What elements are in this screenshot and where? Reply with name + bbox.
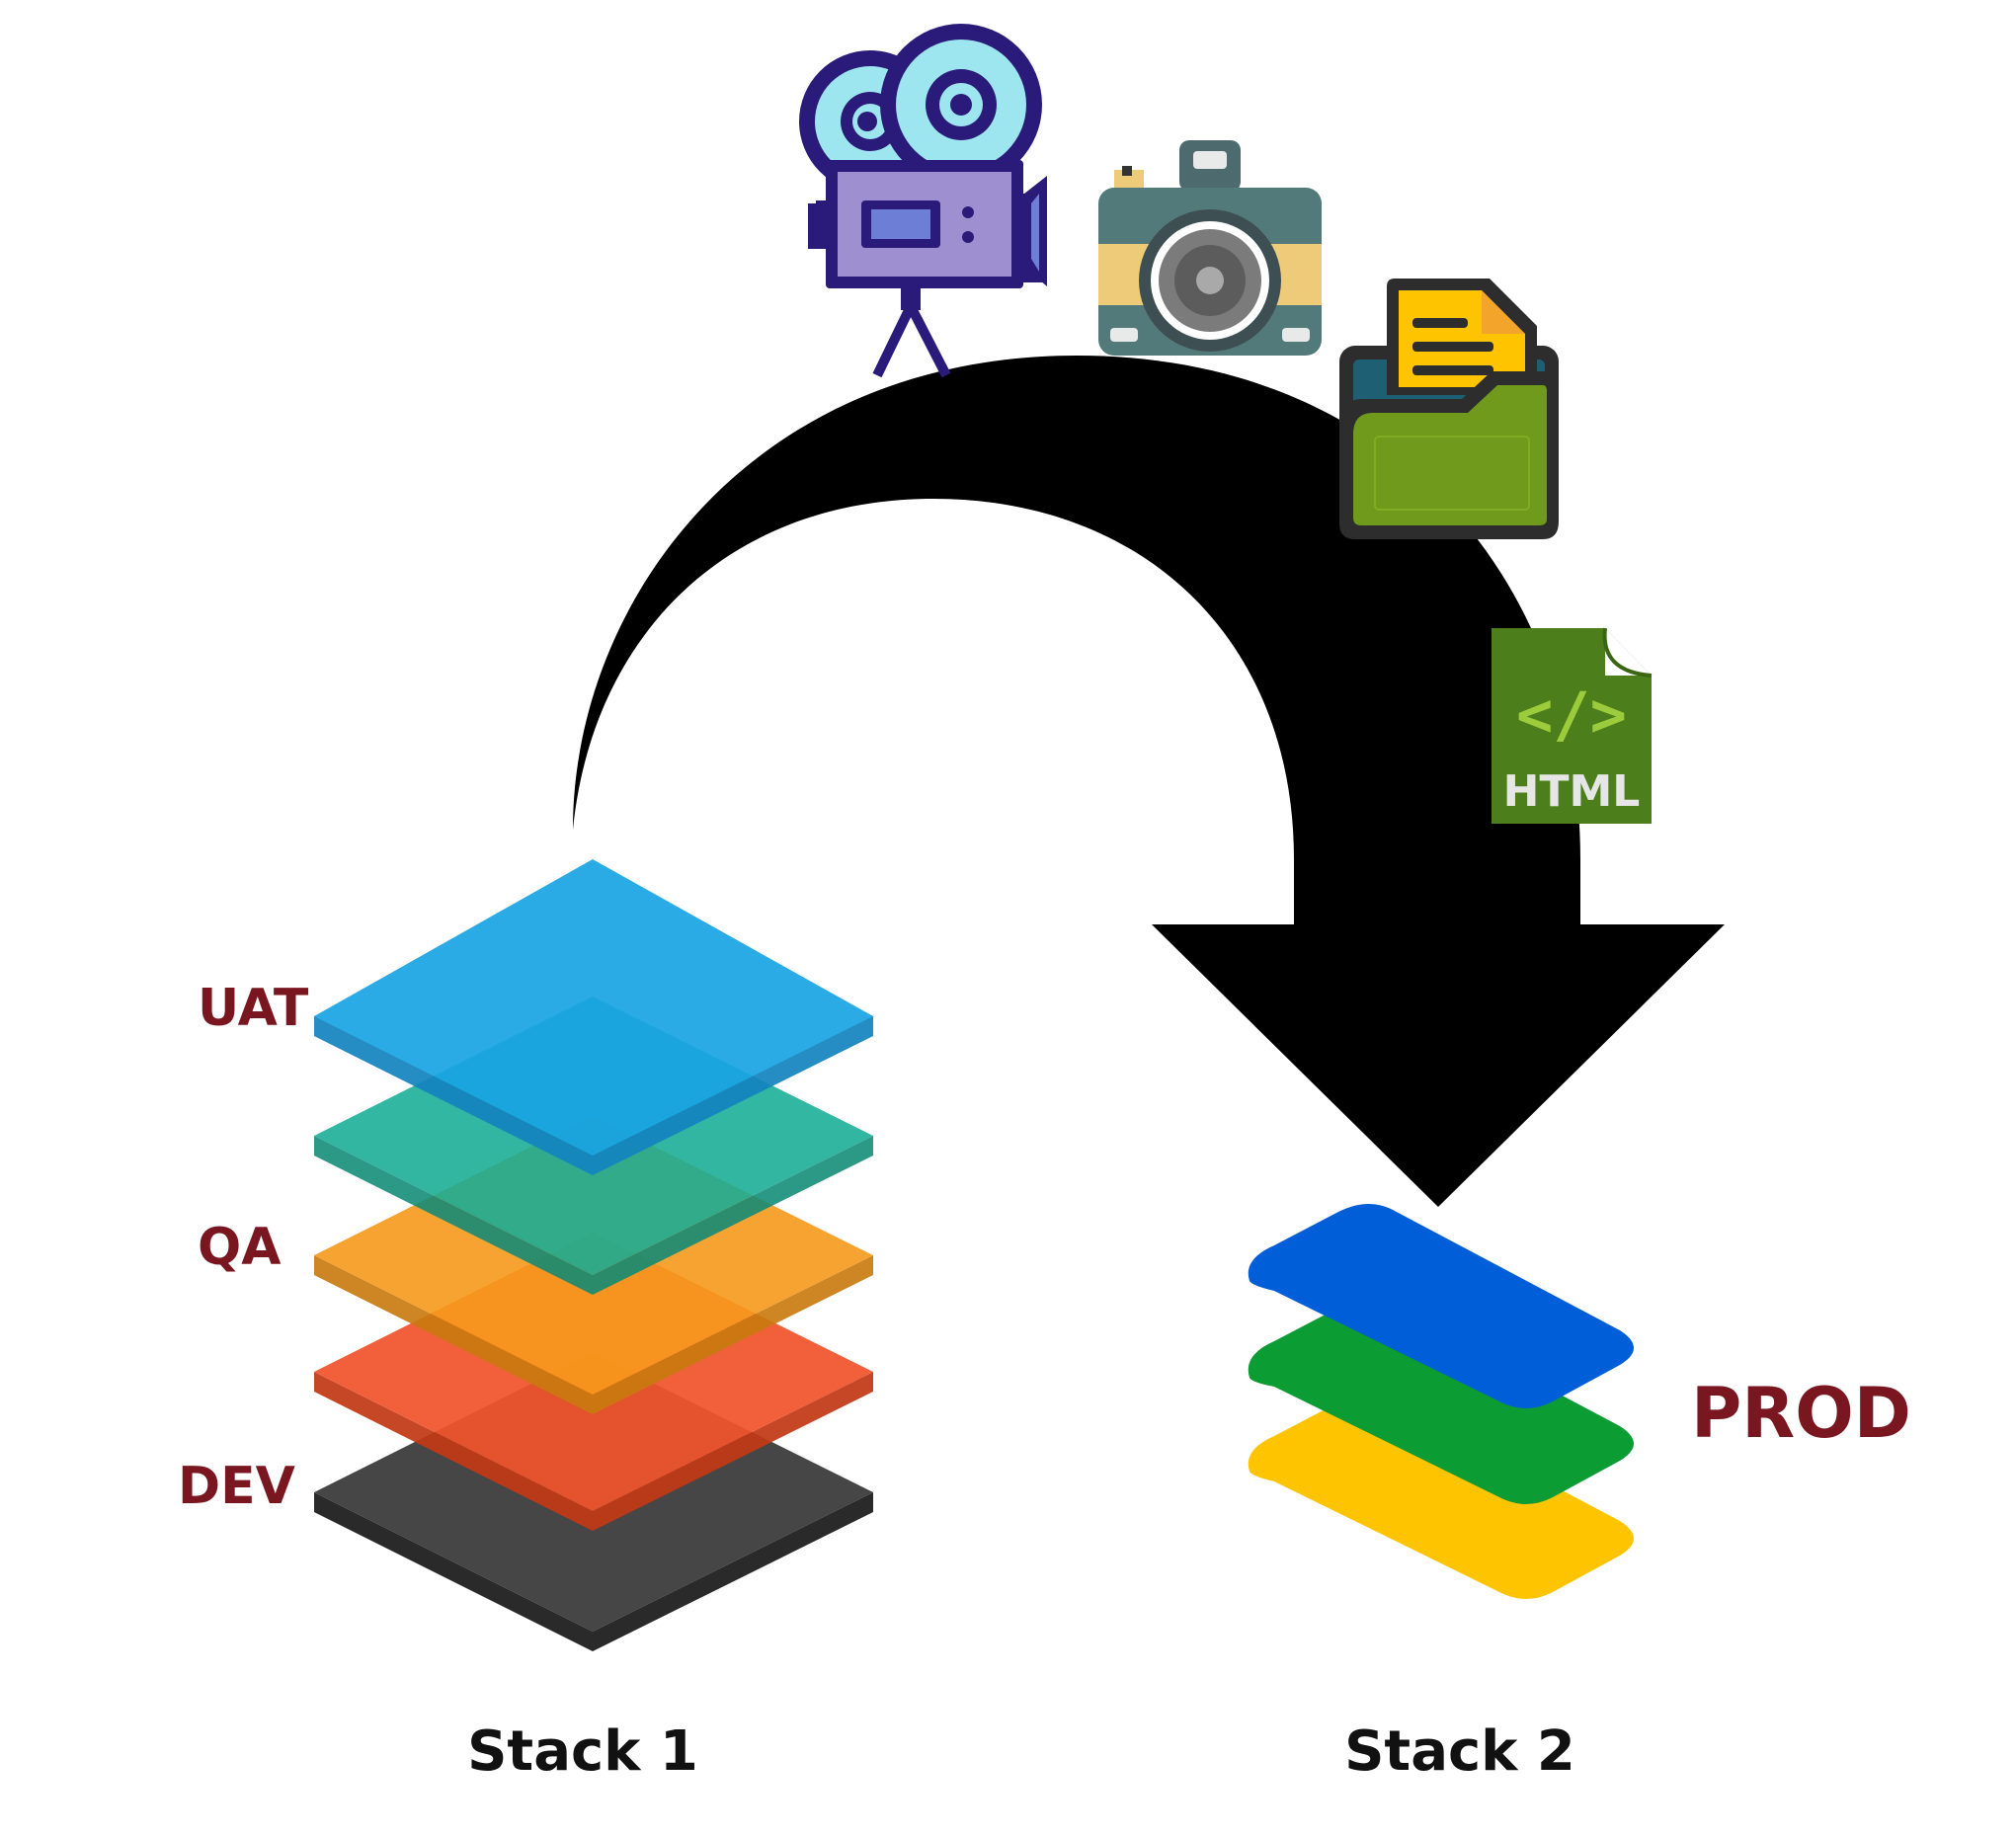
stack-2 xyxy=(1248,1203,1634,1599)
qa-label: QA xyxy=(198,1218,281,1277)
html-file-icon: </> HTML xyxy=(1492,627,1653,824)
document-folder-icon xyxy=(1339,279,1559,539)
photo-camera-icon xyxy=(1098,140,1322,356)
prod-layer-yellow xyxy=(1248,1394,1634,1599)
curved-arrow xyxy=(573,356,1725,1207)
curved-arrow-body xyxy=(573,356,1580,924)
curved-arrow-head xyxy=(1152,924,1725,1207)
prod-layer-green xyxy=(1248,1299,1634,1504)
uat-label: UAT xyxy=(198,979,309,1038)
dev-label: DEV xyxy=(178,1457,295,1516)
html-file-label: HTML xyxy=(1503,766,1641,817)
layer-uat xyxy=(314,859,873,1175)
prod-label: PROD xyxy=(1691,1373,1911,1454)
stack-2-caption: Stack 2 xyxy=(1344,1719,1575,1784)
stack-1-caption: Stack 1 xyxy=(467,1719,698,1784)
prod-layer-blue xyxy=(1248,1203,1634,1408)
video-camera-icon xyxy=(799,24,1047,378)
html-code-symbol: </> xyxy=(1516,679,1627,751)
stack-1 xyxy=(314,859,873,1651)
